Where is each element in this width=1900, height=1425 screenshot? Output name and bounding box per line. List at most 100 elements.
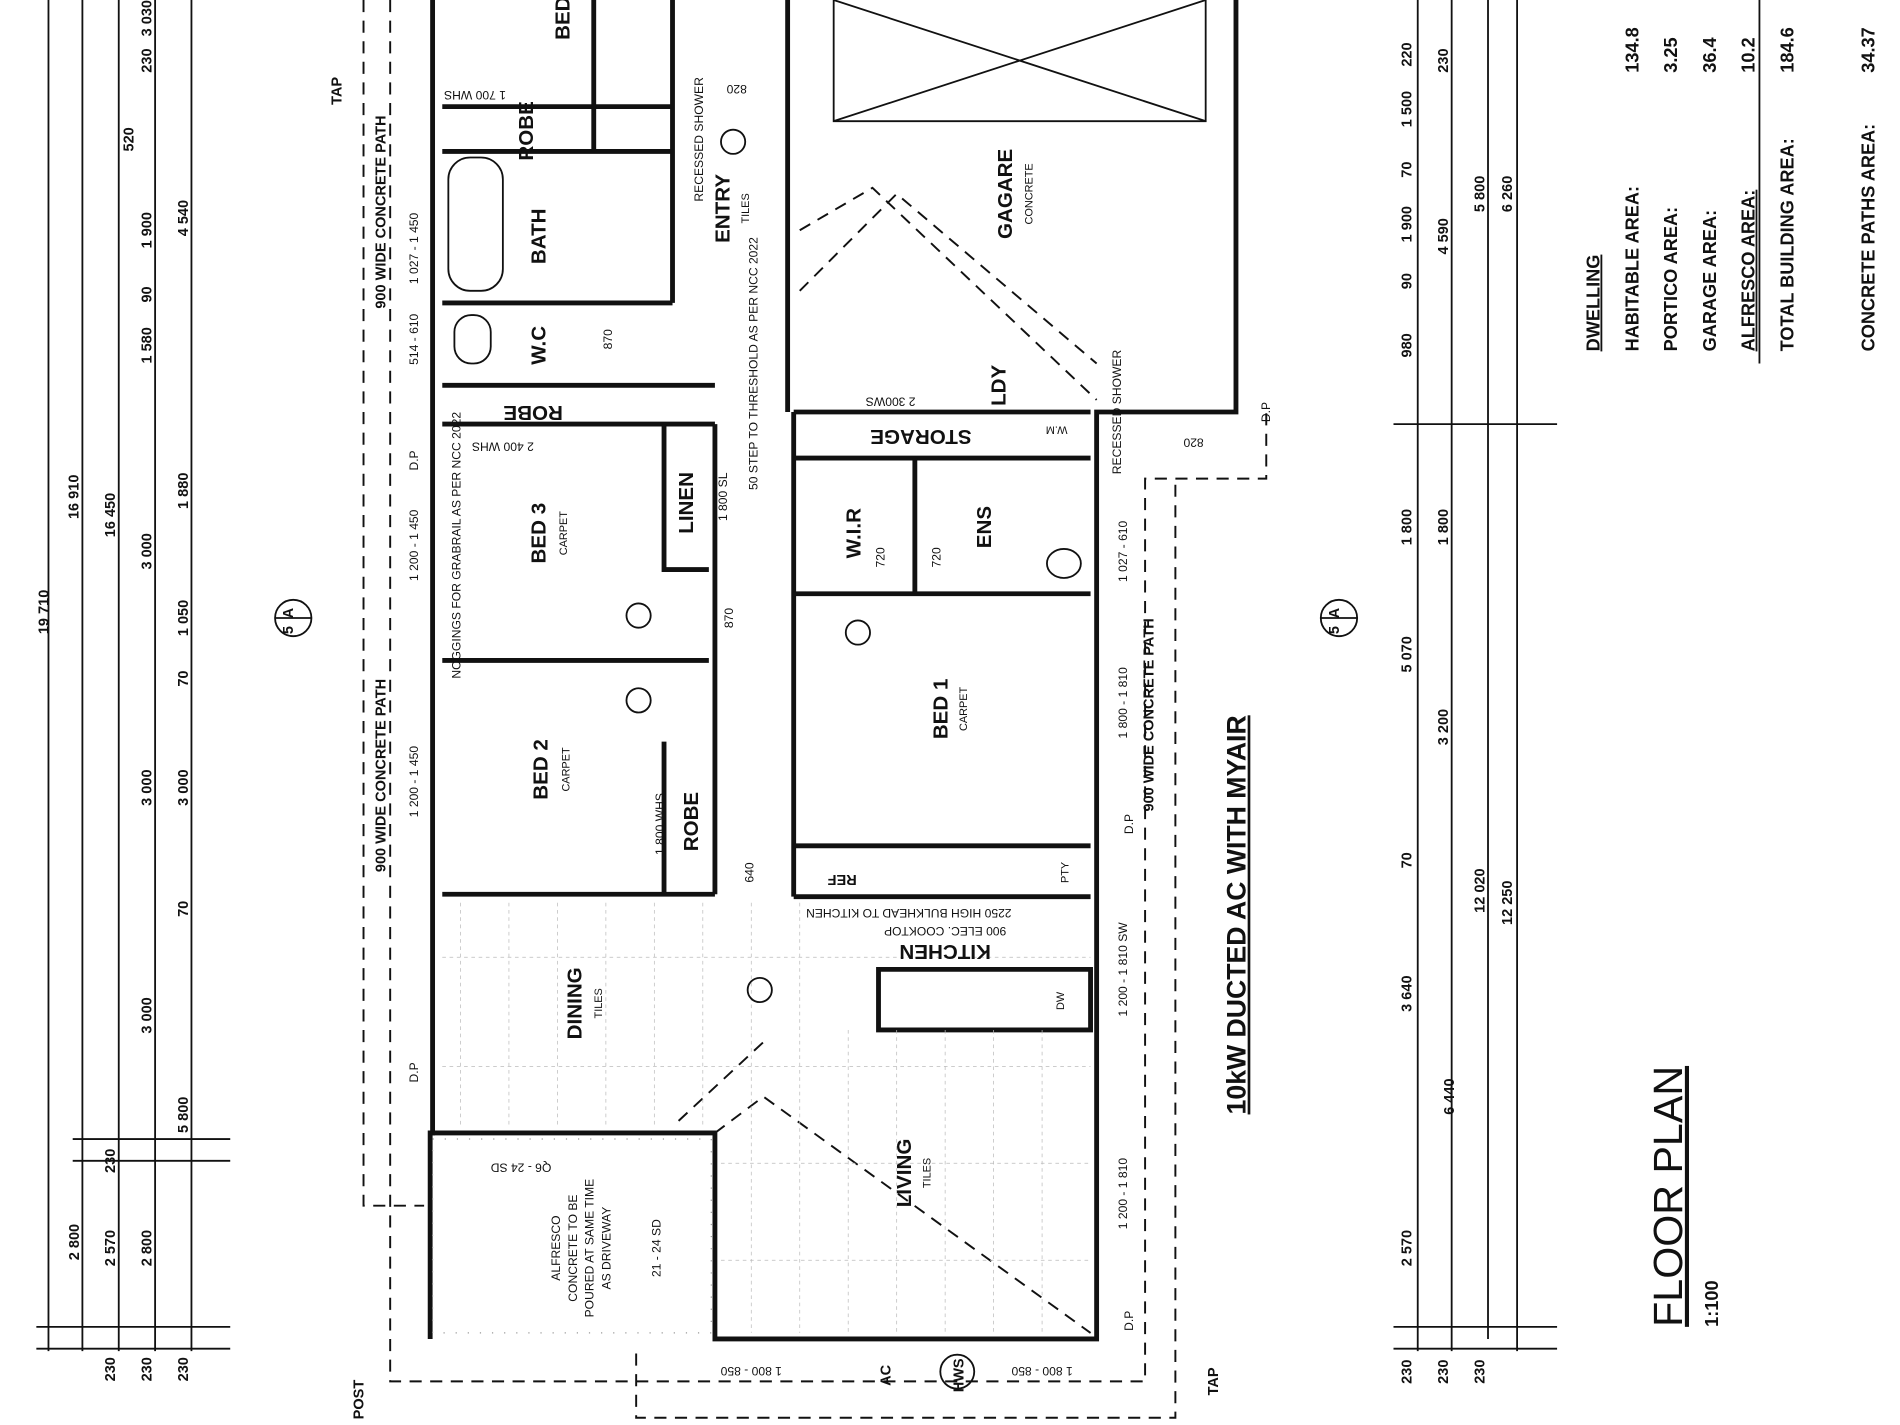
- dimension-label: 3 000: [176, 769, 192, 805]
- bed2-floor: CARPET: [561, 747, 573, 792]
- dimension-label: 230: [1436, 48, 1452, 72]
- recessed-shower-1: RECESSED SHOWER: [692, 77, 706, 202]
- area-value: 184.6: [1777, 27, 1797, 72]
- dimension-label: 3 200: [1436, 709, 1452, 745]
- window-label: 514 - 610: [407, 313, 421, 364]
- dimension-label: 2 570: [103, 1230, 119, 1266]
- door-label: 1 800 SL: [716, 472, 730, 521]
- room-bath: BATH: [527, 208, 550, 264]
- tap-label-2: TAP: [1206, 1367, 1222, 1395]
- downpipe-label: D.P: [407, 1062, 421, 1082]
- storage-note: 2 300WS: [866, 394, 916, 408]
- room-robe-3: ROBE: [680, 792, 703, 851]
- bed1-floor: CARPET: [958, 686, 970, 731]
- downpipe-label: D.P: [1122, 814, 1136, 834]
- room-bed3: BED 3: [527, 503, 550, 564]
- dimension-label: 5 070: [1400, 636, 1416, 672]
- area-label: PORTICO AREA:: [1661, 207, 1681, 352]
- dimension-label: 70: [1400, 852, 1416, 868]
- ac-unit-label: AC: [879, 1364, 895, 1385]
- dimension-label: 70: [176, 901, 192, 917]
- door-label: 720: [929, 547, 943, 567]
- window-label: 1 800 - 850: [720, 1364, 782, 1378]
- door-label: 720: [874, 547, 888, 567]
- dimension-label: 230: [139, 1357, 155, 1381]
- path-label-left-2: 900 WIDE CONCRETE PATH: [373, 679, 389, 872]
- room-robe-1: ROBE: [515, 101, 538, 160]
- room-dw: DW: [1055, 991, 1067, 1010]
- site-labels: 900 WIDE CONCRETE PATH 900 WIDE CONCRETE…: [330, 77, 1273, 1420]
- dimension-label: 16 450: [103, 493, 119, 537]
- area-label: GARAGE AREA:: [1700, 210, 1720, 352]
- area-value: 34.37: [1859, 27, 1879, 72]
- dimension-label: 220: [1400, 42, 1416, 66]
- dimension-label: 230: [103, 1149, 119, 1173]
- room-wm: W.M: [1046, 424, 1068, 436]
- dimension-label: 980: [1400, 333, 1416, 357]
- door-label: 870: [722, 608, 736, 628]
- area-value: 134.8: [1622, 27, 1642, 72]
- dimensions-right: 1 500 1 900 980 1 800 5 070 3 640 2 570 …: [1400, 42, 1517, 1383]
- room-bed1: BED 1: [930, 679, 953, 740]
- dimension-label: 90: [139, 286, 155, 302]
- dimension-label: 70: [1400, 162, 1416, 178]
- dimension-label: 1 800: [1400, 509, 1416, 545]
- alfresco-note-1: CONCRETE TO BE: [566, 1194, 580, 1301]
- door-label: 820: [726, 82, 746, 96]
- window-label: 1 200 - 1 450: [407, 746, 421, 818]
- dimension-label: 5 800: [1472, 176, 1488, 212]
- dimension-lines-right: [1393, 0, 1558, 1352]
- dimension-label: 1 880: [176, 473, 192, 509]
- alfresco-note-3: AS DRIVEWAY: [600, 1207, 614, 1290]
- dimensions-left: 19 710 16 910 2 800 16 450 2 570 3 030 4…: [36, 0, 191, 1381]
- kitchen-note-1: 900 ELEC. COOKTOP: [884, 924, 1006, 938]
- dimension-label: 3 000: [139, 769, 155, 805]
- hws-label: HWS: [951, 1358, 967, 1392]
- window-label: 1 027 - 610: [1116, 520, 1130, 582]
- dimension-label: 520: [121, 127, 137, 151]
- dimension-label: 2 800: [139, 1230, 155, 1266]
- room-garage: GAGARE: [994, 149, 1017, 239]
- ac-note: 10kW DUCTED AC WITH MYAIR: [1222, 715, 1252, 1114]
- room-linen: LINEN: [675, 472, 698, 534]
- kitchen-note-2: 2250 HIGH BULKHEAD TO KITCHEN: [806, 906, 1011, 920]
- drawing-title: FLOOR PLAN: [1645, 1066, 1691, 1327]
- dimension-label: 5 800: [176, 1097, 192, 1133]
- section-letter: A: [1327, 607, 1343, 618]
- dimension-label: 1 900: [1400, 206, 1416, 242]
- dimension-label: 230: [1400, 1360, 1416, 1384]
- room-kitchen: KITCHEN: [899, 940, 990, 963]
- room-ens: ENS: [973, 506, 996, 548]
- door-label: 820: [1183, 436, 1203, 450]
- room-ref: REF: [828, 871, 857, 887]
- area-label: ALFRESCO AREA:: [1739, 190, 1759, 352]
- recessed-shower-2: RECESSED SHOWER: [1110, 350, 1124, 475]
- robe-2-note: 2 400 WHS: [472, 439, 534, 453]
- dimension-label: 1 050: [176, 600, 192, 636]
- window-label: 1 800 - 850: [1011, 1364, 1073, 1378]
- room-robe-2: ROBE: [503, 401, 562, 424]
- downpipe-label: D.P: [1259, 402, 1273, 422]
- dimension-label: 1 800: [1436, 509, 1452, 545]
- dimension-label: 1 500: [1400, 91, 1416, 127]
- room-wir: W.I.R: [842, 508, 865, 558]
- room-alfresco: ALFRESCO: [549, 1215, 563, 1280]
- dimension-label: 6 260: [1500, 176, 1516, 212]
- dimension-label: 12 250: [1500, 881, 1516, 925]
- door-label: 640: [743, 862, 757, 882]
- area-label: CONCRETE PATHS AREA:: [1859, 124, 1879, 352]
- robe-3-note: 1 800 WHS: [653, 793, 667, 855]
- room-labels: BED ROBE 1 700 WHS BATH W.C ROBE 2 400 W…: [444, 0, 1124, 1392]
- dimension-label: 1 900: [139, 212, 155, 248]
- room-bed2: BED 2: [530, 739, 553, 800]
- door-label: 870: [601, 329, 615, 349]
- dimension-label: 4 590: [1436, 218, 1452, 254]
- step-note: 50 STEP TO THRESHOLD AS PER NCC 2022: [746, 237, 760, 490]
- dimension-label: 4 540: [176, 200, 192, 236]
- section-marker-right: A 5: [1319, 598, 1359, 638]
- room-bed-top: BED: [552, 0, 575, 40]
- drawing-scale: 1:100: [1702, 1280, 1722, 1326]
- area-table: DWELLING HABITABLE AREA: PORTICO AREA: G…: [1583, 0, 1879, 364]
- dimension-label: 230: [176, 1357, 192, 1381]
